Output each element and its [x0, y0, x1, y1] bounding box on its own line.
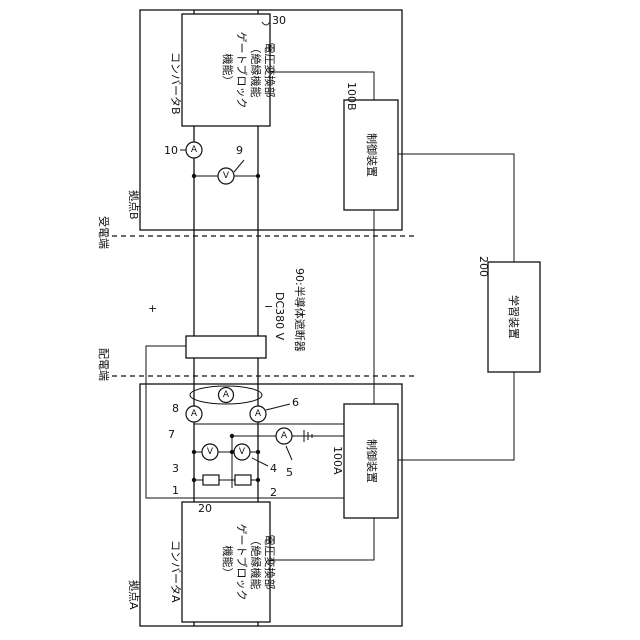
voltage-label: DC380 V	[273, 292, 286, 341]
link-ctrl-a-learning	[398, 372, 514, 460]
voltmeter-4-leader	[252, 458, 268, 466]
converter-b-line-4: 機能）	[221, 54, 235, 87]
converter-a-line-2: （絶縁機能	[249, 535, 263, 590]
converter-b-ref: 30	[272, 14, 286, 27]
converter-b-name: コンバータB	[169, 52, 182, 115]
learning-device-ref: 200	[477, 256, 490, 277]
resistor-1	[203, 475, 219, 485]
converter-b-line-3: ゲートブロック	[235, 32, 249, 109]
ref-3: 3	[172, 462, 179, 475]
converter-b-line-1: 電圧変換部	[263, 43, 277, 98]
junction-dot	[192, 478, 196, 482]
ammeter-ct-symbol: A	[223, 390, 230, 400]
voltmeter-9-leader	[234, 160, 244, 172]
ref-5: 5	[286, 466, 293, 479]
ammeter-5-leader	[286, 446, 292, 460]
ammeter-6-symbol: A	[255, 409, 262, 419]
ref-6: 6	[292, 396, 299, 409]
receive-end-label: 受電端	[97, 216, 110, 249]
junction-dot	[192, 450, 196, 454]
send-end-label: 配電端	[97, 348, 110, 381]
semiconductor-breaker	[186, 336, 266, 358]
control-device-b-ref: 100B	[345, 82, 358, 111]
signal-line-a	[270, 518, 374, 560]
converter-b-line-2: （絶縁機能	[249, 43, 263, 98]
voltmeter-9-symbol: V	[223, 171, 230, 181]
control-device-a-ref: 100A	[331, 446, 344, 475]
ammeter-5-symbol: A	[281, 431, 288, 441]
junction-dot	[192, 174, 196, 178]
converter-a-name: コンバータA	[169, 540, 182, 603]
learning-device-label: 学習装置	[507, 295, 521, 339]
ammeter-10-symbol: A	[191, 145, 198, 155]
junction-dot	[256, 450, 260, 454]
ammeter-6-leader	[266, 404, 290, 410]
ref-10: 10	[164, 144, 178, 157]
converter-a-line-1: 電圧変換部	[263, 535, 277, 590]
control-device-a-label: 制御装置	[365, 439, 379, 483]
site-a-label: 拠点A	[127, 580, 140, 610]
converter-a-ref: 20	[198, 502, 212, 515]
ref-1: 1	[172, 484, 179, 497]
site-b-label: 拠点B	[127, 190, 140, 220]
minus-sign: −	[264, 300, 273, 313]
ammeter-8-symbol: A	[191, 409, 198, 419]
link-ctrl-b-learning	[398, 154, 514, 262]
junction-dot	[230, 434, 234, 438]
ref-2: 2	[270, 486, 277, 499]
resistor-2	[235, 475, 251, 485]
voltmeter-3-symbol: V	[207, 447, 214, 457]
voltmeter-4-symbol: V	[239, 447, 246, 457]
converter-a-line-3: ゲートブロック	[235, 524, 249, 601]
plus-sign: +	[148, 302, 157, 315]
control-device-b-label: 制御装置	[365, 133, 379, 177]
junction-dot	[256, 478, 260, 482]
converter-a-line-4: 機能）	[221, 546, 235, 579]
ref-4: 4	[270, 462, 277, 475]
ref-8: 8	[172, 402, 179, 415]
ref-7: 7	[168, 428, 175, 441]
junction-dot	[256, 174, 260, 178]
breaker-label: 90:半導体遮断器	[293, 268, 307, 352]
ref-9: 9	[236, 144, 243, 157]
